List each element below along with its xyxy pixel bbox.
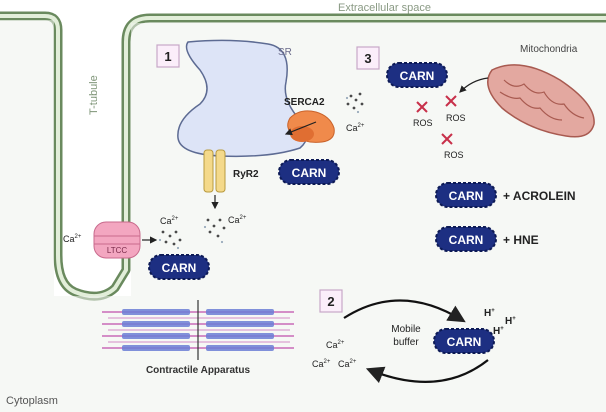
mitochondrion-icon <box>487 64 595 138</box>
carn-badge-buffer: CARN <box>433 328 495 354</box>
carn-badge-hne: CARN <box>435 226 497 252</box>
cytoplasm-label: Cytoplasm <box>6 395 58 407</box>
carn-badge-sr: CARN <box>278 159 340 185</box>
ca-dots-serca <box>345 92 364 114</box>
acrolein-label: + ACROLEIN <box>503 189 576 203</box>
ltcc-label: LTCC <box>107 246 128 255</box>
svg-text:CARN: CARN <box>449 189 484 203</box>
serca2-label: SERCA2 <box>284 97 325 108</box>
svg-text:CARN: CARN <box>400 69 435 83</box>
ca-dots-ltcc <box>158 230 182 250</box>
svg-text:CARN: CARN <box>449 233 484 247</box>
ca-label-ryr2: Ca2+ <box>228 215 247 225</box>
mito-ros-arrow <box>459 77 489 93</box>
ros-x-1 <box>416 101 428 113</box>
ca-label-ltcc-out: Ca2+ <box>160 216 179 226</box>
serca2-pump-icon <box>284 110 335 143</box>
ros-x-3 <box>441 133 453 145</box>
sr-organelle <box>177 39 308 158</box>
svg-text:1: 1 <box>164 49 171 64</box>
proton-label-3: H+ <box>493 326 504 337</box>
ryr2-label: RyR2 <box>233 169 259 180</box>
svg-text:2: 2 <box>327 294 334 309</box>
proton-label-2: H+ <box>505 316 516 327</box>
mobile-buffer-line2: buffer <box>393 337 419 348</box>
ca-label-ltcc-in: Ca2+ <box>63 234 82 244</box>
sr-label: SR <box>278 47 292 58</box>
carn-badge-acrolein: CARN <box>435 182 497 208</box>
ca-label-buffer-1: Ca2+ <box>326 340 345 350</box>
proton-label-1: H+ <box>484 308 495 319</box>
panel-1-marker: 1 <box>156 44 180 68</box>
ca-label-buffer-3: Ca2+ <box>338 359 357 369</box>
mobile-buffer-line1: Mobile <box>391 324 421 335</box>
buffer-arrow-bottom <box>365 359 489 384</box>
ros-x-2 <box>445 95 457 107</box>
cytoplasm-bg-bottom <box>54 296 131 412</box>
ttubule-label: T-tubule <box>88 75 100 115</box>
svg-text:3: 3 <box>364 51 371 66</box>
mitochondria-label: Mitochondria <box>520 44 578 55</box>
carn-badge-ros: CARN <box>386 62 448 88</box>
ca-dots-ryr2 <box>203 218 226 244</box>
membrane-inner-highlight <box>0 14 606 299</box>
extracellular-label: Extracellular space <box>338 2 431 14</box>
ca-label-serca: Ca2+ <box>346 123 365 133</box>
cytoplasm-bg-left <box>0 20 54 412</box>
ros-label-1: ROS <box>413 118 433 128</box>
buffer-arrow-top <box>343 299 466 323</box>
hne-label: + HNE <box>503 233 539 247</box>
ros-label-2: ROS <box>446 113 466 123</box>
contractile-label: Contractile Apparatus <box>146 365 251 376</box>
contractile-apparatus-icon <box>102 300 294 360</box>
svg-text:CARN: CARN <box>162 261 197 275</box>
ros-label-3: ROS <box>444 150 464 160</box>
panel-2-marker: 2 <box>319 289 343 313</box>
svg-text:CARN: CARN <box>292 166 327 180</box>
ryr2-channel-icon <box>203 149 226 193</box>
carn-badge-ltcc: CARN <box>148 254 210 280</box>
svg-text:CARN: CARN <box>447 335 482 349</box>
panel-3-marker: 3 <box>356 46 380 70</box>
ltcc-channel-icon <box>93 221 141 259</box>
ca-label-buffer-2: Ca2+ <box>312 359 331 369</box>
